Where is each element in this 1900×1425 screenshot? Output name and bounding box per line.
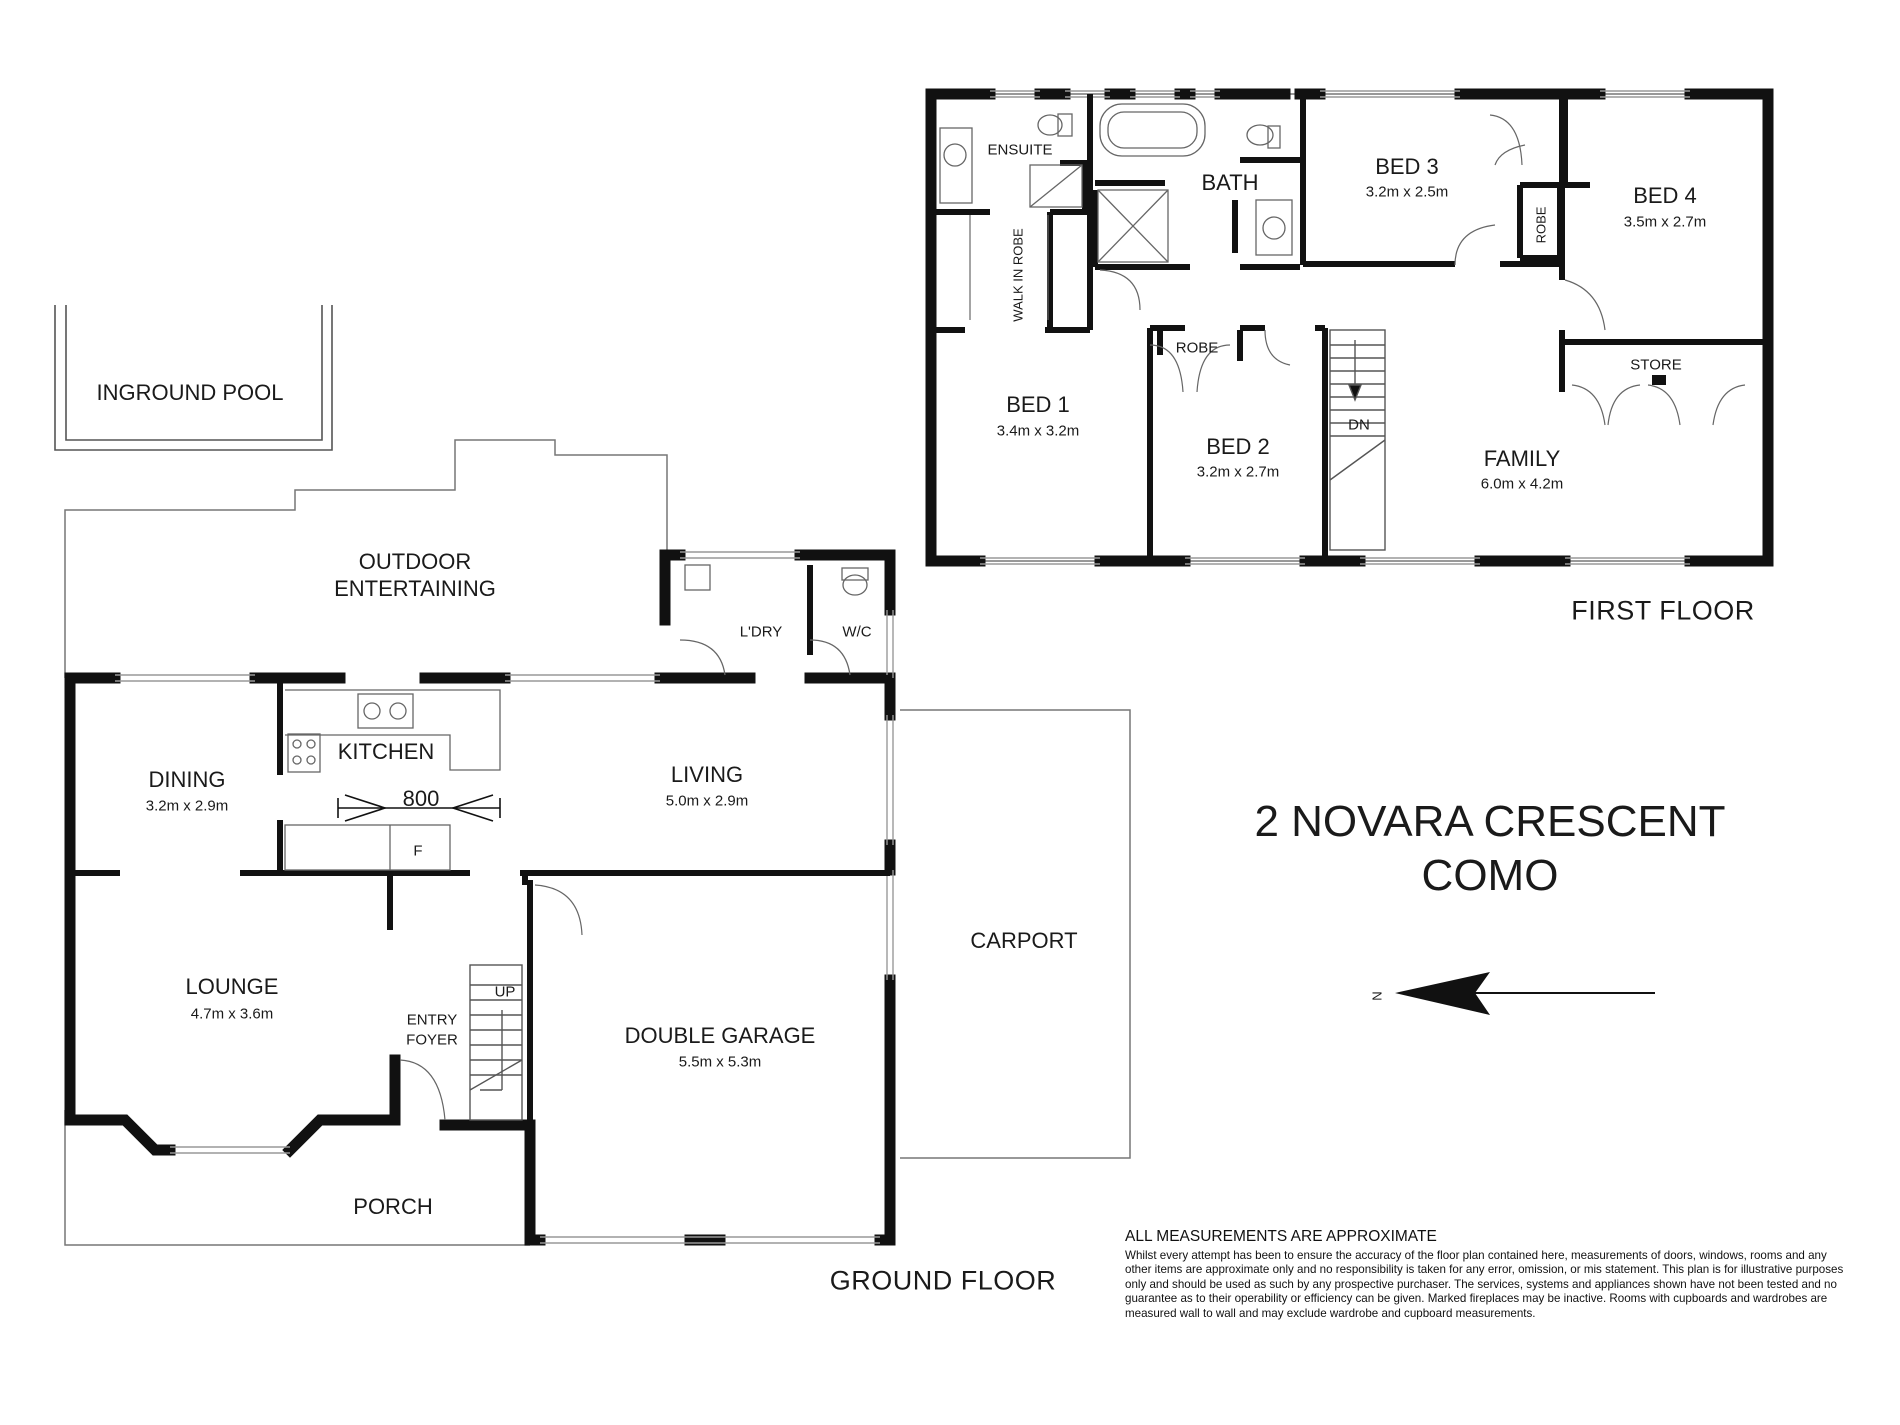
disclaimer: ALL MEASUREMENTS ARE APPROXIMATE Whilst … xyxy=(1125,1228,1850,1321)
room-label-wc: W/C xyxy=(842,623,872,641)
room-size-bed4: 3.5m x 2.7m xyxy=(1623,213,1707,231)
ground-floor-title: GROUND FLOOR xyxy=(829,1265,1057,1296)
room-label-bed3: BED 3 xyxy=(1375,154,1439,179)
room-size-family: 6.0m x 4.2m xyxy=(1480,475,1564,493)
fireplace-label: F xyxy=(413,842,423,860)
room-size-living: 5.0m x 2.9m xyxy=(665,792,749,810)
room-label-carport: CARPORT xyxy=(970,928,1078,953)
room-size-lounge: 4.7m x 3.6m xyxy=(190,1005,274,1023)
disclaimer-body: Whilst every attempt has been to ensure … xyxy=(1125,1249,1844,1320)
first-floor-plan xyxy=(925,88,1774,567)
room-label-outdoor-1: OUTDOOR xyxy=(358,549,472,574)
room-size-bed3: 3.2m x 2.5m xyxy=(1365,183,1449,201)
bathroom-fixtures xyxy=(939,103,1293,263)
room-label-entry-2: FOYER xyxy=(406,1031,458,1049)
room-size-dining: 3.2m x 2.9m xyxy=(145,797,229,815)
room-label-entry-1: ENTRY xyxy=(406,1011,458,1029)
room-label-pool: INGROUND POOL xyxy=(96,380,284,405)
north-label: N xyxy=(1369,991,1385,1001)
room-label-laundry: L'DRY xyxy=(739,623,783,641)
disclaimer-title: ALL MEASUREMENTS ARE APPROXIMATE xyxy=(1125,1228,1437,1245)
room-label-store: STORE xyxy=(1630,356,1682,374)
first-floor-title: FIRST FLOOR xyxy=(1571,595,1755,626)
room-label-bath: BATH xyxy=(1201,170,1259,195)
room-label-porch: PORCH xyxy=(353,1194,433,1219)
stairs-first-floor xyxy=(1329,329,1386,551)
room-label-outdoor-2: ENTERTAINING xyxy=(334,576,496,601)
room-label-walk-in-robe: WALK IN ROBE xyxy=(1010,228,1026,322)
stairs-up-label: UP xyxy=(494,983,516,1001)
opening-dimension xyxy=(337,794,501,822)
room-label-garage: DOUBLE GARAGE xyxy=(624,1023,816,1048)
room-label-lounge: LOUNGE xyxy=(185,974,279,999)
address-line-1: 2 NOVARA CRESCENT xyxy=(1254,797,1726,846)
room-label-bed2: BED 2 xyxy=(1206,434,1270,459)
room-label-ensuite: ENSUITE xyxy=(987,141,1053,159)
stairs-ground-floor xyxy=(469,964,523,1121)
kitchen-fixtures xyxy=(284,689,501,871)
address-line-2: COMO xyxy=(1421,851,1559,900)
north-arrow-icon xyxy=(1395,972,1655,1015)
room-label-family: FAMILY xyxy=(1483,446,1561,471)
room-size-garage: 5.5m x 5.3m xyxy=(678,1053,762,1071)
room-label-kitchen: KITCHEN xyxy=(337,739,435,764)
room-label-bed4: BED 4 xyxy=(1633,183,1697,208)
room-label-bed1: BED 1 xyxy=(1006,392,1070,417)
room-label-living: LIVING xyxy=(670,762,744,787)
room-size-bed2: 3.2m x 2.7m xyxy=(1196,463,1280,481)
stairs-down-label: DN xyxy=(1348,416,1370,434)
room-label-robe-bed4: ROBE xyxy=(1533,206,1549,244)
room-label-dining: DINING xyxy=(148,767,226,792)
opening-dimension-label: 800 xyxy=(402,786,440,811)
inground-pool xyxy=(54,305,333,451)
room-label-robe-bed2: ROBE xyxy=(1175,339,1219,357)
room-size-bed1: 3.4m x 3.2m xyxy=(996,422,1080,440)
ground-floor-plan xyxy=(54,305,1131,1246)
